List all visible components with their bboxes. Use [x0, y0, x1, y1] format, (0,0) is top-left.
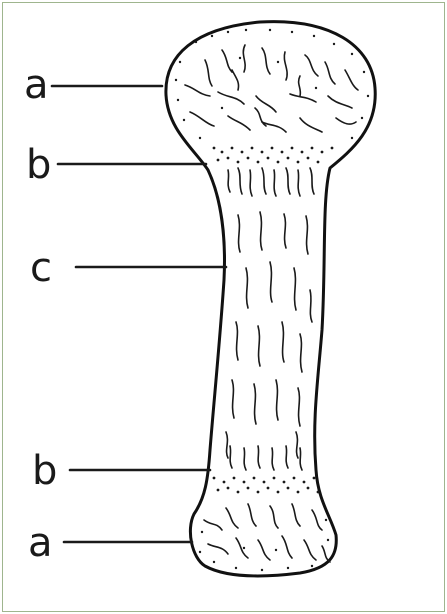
label-bottom-a: a — [28, 520, 53, 566]
label-top-b: b — [26, 142, 51, 188]
label-shaft-c: c — [30, 245, 52, 291]
labels: a b c b a — [24, 62, 57, 566]
label-bottom-b: b — [32, 448, 57, 494]
label-top-a: a — [24, 62, 49, 108]
